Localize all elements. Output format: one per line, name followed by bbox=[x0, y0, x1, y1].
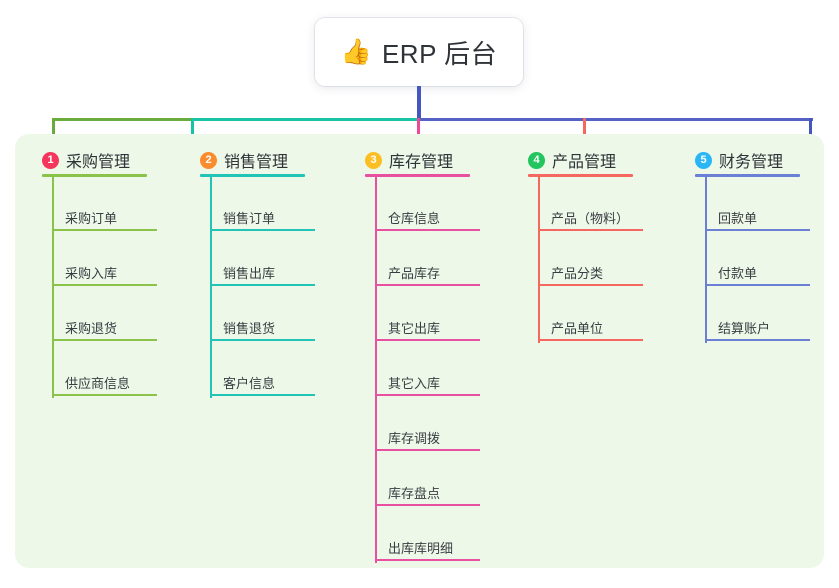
branch-item-rule bbox=[210, 229, 315, 231]
branch-item-rule bbox=[538, 339, 643, 341]
branch-item-rule bbox=[375, 394, 480, 396]
connector-drop bbox=[583, 118, 586, 148]
branch-item-label: 其它入库 bbox=[388, 376, 441, 391]
connector-drop bbox=[191, 118, 194, 148]
connector-trunk bbox=[417, 86, 421, 121]
branch-item-label: 其它出库 bbox=[388, 321, 441, 336]
branch-spine bbox=[705, 177, 707, 343]
branch-item-rule bbox=[375, 449, 480, 451]
branches-panel: 1 采购管理采购订单采购入库采购退货供应商信息 2 销售管理销售订单销售出库销售退货客… bbox=[15, 134, 824, 568]
branch-spine bbox=[210, 177, 212, 398]
branch-spine bbox=[52, 177, 54, 398]
branch-item-rule bbox=[375, 229, 480, 231]
branch-number-badge: 3 bbox=[365, 151, 382, 169]
branch-item-rule bbox=[375, 504, 480, 506]
connector-bar-segment bbox=[417, 118, 813, 121]
branch-header-3[interactable]: 3 库存管理 bbox=[365, 148, 453, 172]
branch-item-rule bbox=[375, 339, 480, 341]
branch-header-rule bbox=[42, 174, 147, 177]
branch-item-label: 付款单 bbox=[718, 266, 758, 281]
branch-header-5[interactable]: 5 财务管理 bbox=[695, 148, 783, 172]
branch-item-label: 供应商信息 bbox=[65, 376, 131, 391]
branch-spine bbox=[538, 177, 540, 343]
branch-item-label: 销售退货 bbox=[223, 321, 276, 336]
branch-spine bbox=[375, 177, 377, 563]
branch-item-label: 产品分类 bbox=[551, 266, 604, 281]
branch-item-rule bbox=[52, 394, 157, 396]
branch-item-rule bbox=[52, 229, 157, 231]
branch-item-label: 库存盘点 bbox=[388, 486, 441, 501]
branch-item-label: 产品库存 bbox=[388, 266, 441, 281]
branch-item-label: 回款单 bbox=[718, 211, 758, 226]
branch-header-1[interactable]: 1 采购管理 bbox=[42, 148, 130, 172]
branch-item-label: 采购订单 bbox=[65, 211, 118, 226]
connector-bar-segment bbox=[52, 118, 195, 121]
branch-item-rule bbox=[52, 339, 157, 341]
branch-header-rule bbox=[200, 174, 305, 177]
branch-item-rule bbox=[375, 284, 480, 286]
branch-title: 销售管理 bbox=[224, 154, 289, 171]
branch-item-label: 库存调拨 bbox=[388, 431, 441, 446]
connector-drop bbox=[417, 118, 420, 148]
branch-item-rule bbox=[705, 284, 810, 286]
thumbs-up-icon: 👍 bbox=[340, 37, 372, 66]
connector-bar-segment bbox=[191, 118, 421, 121]
branch-item-label: 销售订单 bbox=[223, 211, 276, 226]
branch-number-badge: 4 bbox=[528, 151, 545, 169]
branch-title: 产品管理 bbox=[552, 154, 617, 171]
branch-number-badge: 5 bbox=[695, 151, 712, 169]
branch-item-rule bbox=[705, 339, 810, 341]
root-title: ERP 后台 bbox=[381, 38, 498, 69]
branch-item-rule bbox=[538, 284, 643, 286]
branch-item-rule bbox=[210, 284, 315, 286]
branch-item-label: 产品（物料） bbox=[551, 211, 630, 226]
branch-item-label: 销售出库 bbox=[223, 266, 276, 281]
branch-header-rule bbox=[695, 174, 800, 177]
branch-item-rule bbox=[210, 394, 315, 396]
branch-number-badge: 1 bbox=[42, 151, 59, 169]
branch-header-2[interactable]: 2 销售管理 bbox=[200, 148, 288, 172]
branch-item-rule bbox=[375, 559, 480, 561]
branch-item-label: 结算账户 bbox=[718, 321, 771, 336]
branch-item-rule bbox=[705, 229, 810, 231]
branch-number-badge: 2 bbox=[200, 151, 217, 169]
branch-item-label: 仓库信息 bbox=[388, 211, 441, 226]
branch-item-label: 客户信息 bbox=[223, 376, 276, 391]
branch-item-label: 采购入库 bbox=[65, 266, 118, 281]
branch-title: 财务管理 bbox=[719, 154, 784, 171]
branch-item-rule bbox=[52, 284, 157, 286]
branch-header-rule bbox=[365, 174, 470, 177]
branch-item-label: 采购退货 bbox=[65, 321, 118, 336]
branch-title: 库存管理 bbox=[389, 154, 454, 171]
connector-drop bbox=[52, 118, 55, 148]
root-node[interactable]: 👍 ERP 后台 bbox=[315, 18, 523, 86]
branch-item-rule bbox=[210, 339, 315, 341]
branch-header-rule bbox=[528, 174, 633, 177]
branch-item-rule bbox=[538, 229, 643, 231]
branch-item-label: 产品单位 bbox=[551, 321, 604, 336]
branch-item-label: 出库库明细 bbox=[388, 541, 454, 556]
connector-drop bbox=[809, 118, 812, 148]
branch-title: 采购管理 bbox=[66, 154, 131, 171]
branch-header-4[interactable]: 4 产品管理 bbox=[528, 148, 616, 172]
